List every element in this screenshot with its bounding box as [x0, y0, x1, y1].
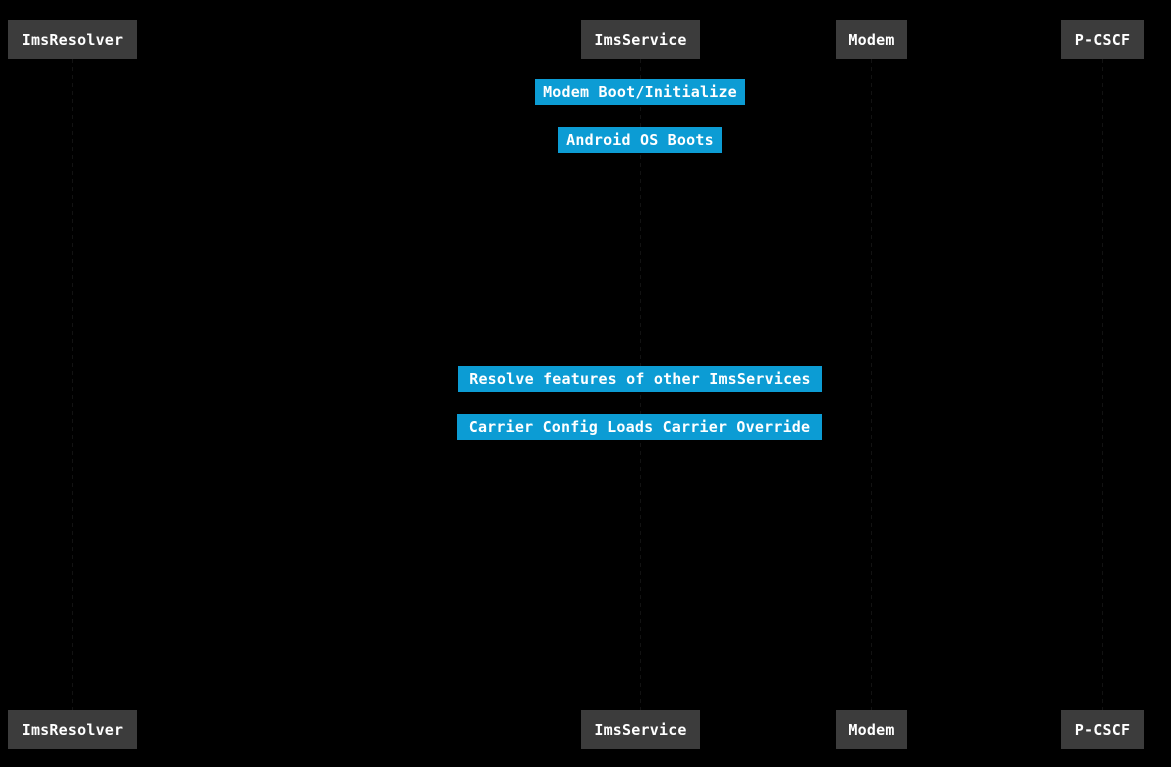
participant-top-ims-service[interactable]: ImsService — [581, 20, 700, 59]
participant-top-modem[interactable]: Modem — [836, 20, 907, 59]
participant-bottom-modem[interactable]: Modem — [836, 710, 907, 749]
participant-top-ims-resolver[interactable]: ImsResolver — [8, 20, 137, 59]
participant-bottom-ims-resolver[interactable]: ImsResolver — [8, 710, 137, 749]
lifeline-modem — [871, 59, 872, 710]
note-modem-boot[interactable]: Modem Boot/Initialize — [535, 79, 745, 105]
participant-bottom-p-cscf[interactable]: P-CSCF — [1061, 710, 1144, 749]
note-carrier-config[interactable]: Carrier Config Loads Carrier Override — [457, 414, 822, 440]
participant-top-p-cscf[interactable]: P-CSCF — [1061, 20, 1144, 59]
lifeline-p-cscf — [1102, 59, 1103, 710]
lifeline-ims-resolver — [72, 59, 73, 710]
note-android-os-boot[interactable]: Android OS Boots — [558, 127, 722, 153]
note-resolve-features[interactable]: Resolve features of other ImsServices — [458, 366, 822, 392]
participant-bottom-ims-service[interactable]: ImsService — [581, 710, 700, 749]
